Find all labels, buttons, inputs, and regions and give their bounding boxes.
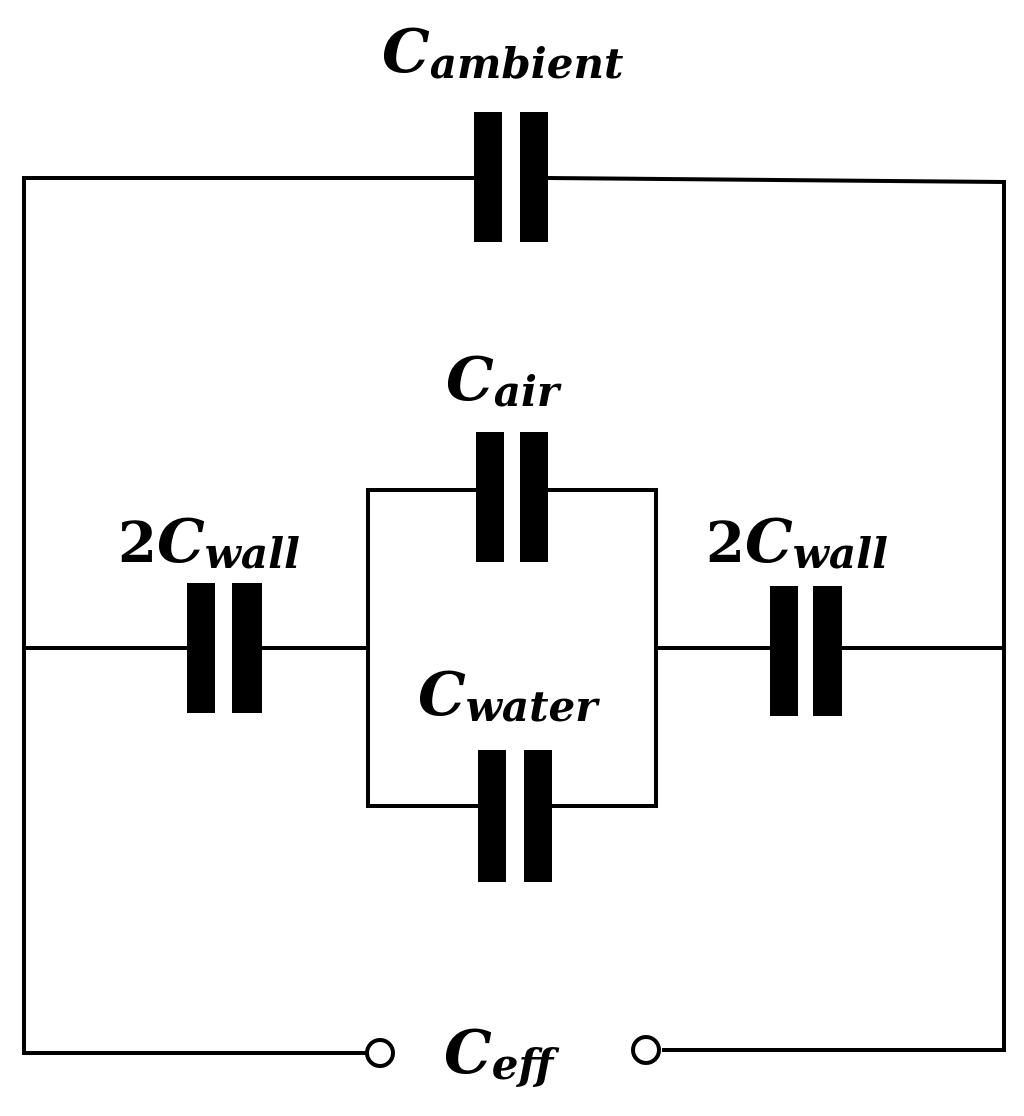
- capacitor-ambient: [474, 112, 548, 242]
- capacitor-plate: [770, 586, 798, 716]
- capacitor-wall-right: [770, 586, 842, 716]
- output-terminals: [365, 1035, 661, 1068]
- label-symbol: C: [444, 1018, 492, 1088]
- capacitor-plate: [478, 750, 506, 882]
- label-subscript: wall: [793, 529, 888, 578]
- wire-outer-right: [545, 175, 1006, 1052]
- capacitor-plate: [476, 432, 504, 562]
- capacitor-plate: [474, 112, 502, 242]
- circuit-wires: [22, 175, 1006, 1055]
- label-symbol: C: [745, 507, 793, 577]
- label-2c-wall-left: 2Cwall: [118, 507, 300, 578]
- label-subscript: water: [466, 682, 600, 731]
- capacitor-plate: [524, 750, 552, 882]
- label-subscript: air: [494, 367, 562, 416]
- label-c-water: Cwater: [418, 660, 600, 731]
- capacitor-plate: [813, 586, 842, 716]
- capacitor-plate: [520, 432, 548, 562]
- capacitor-water: [478, 750, 552, 882]
- label-coefficient: 2: [118, 510, 157, 576]
- capacitor-plate: [187, 583, 215, 713]
- label-subscript: eff: [492, 1040, 560, 1089]
- wire-outer-left: [22, 176, 476, 1055]
- terminal-right: [631, 1035, 661, 1065]
- wire-air-branch-right: [546, 488, 658, 808]
- label-subscript: ambient: [430, 39, 624, 88]
- capacitor-plate: [520, 112, 548, 242]
- label-2c-wall-right: 2Cwall: [706, 507, 888, 578]
- capacitor-wall-left: [187, 583, 262, 713]
- label-symbol: C: [382, 17, 430, 87]
- terminal-left: [365, 1038, 395, 1068]
- capacitor-air: [476, 432, 548, 562]
- label-c-ambient: Cambient: [382, 17, 623, 88]
- label-coefficient: 2: [706, 510, 745, 576]
- label-symbol: C: [418, 660, 466, 730]
- label-symbol: C: [446, 345, 494, 415]
- capacitor-plate: [232, 583, 262, 713]
- label-c-air: Cair: [446, 345, 562, 416]
- wire-air-branch: [366, 488, 480, 808]
- label-symbol: C: [157, 507, 205, 577]
- label-subscript: wall: [205, 529, 300, 578]
- label-c-eff: Ceff: [444, 1018, 559, 1089]
